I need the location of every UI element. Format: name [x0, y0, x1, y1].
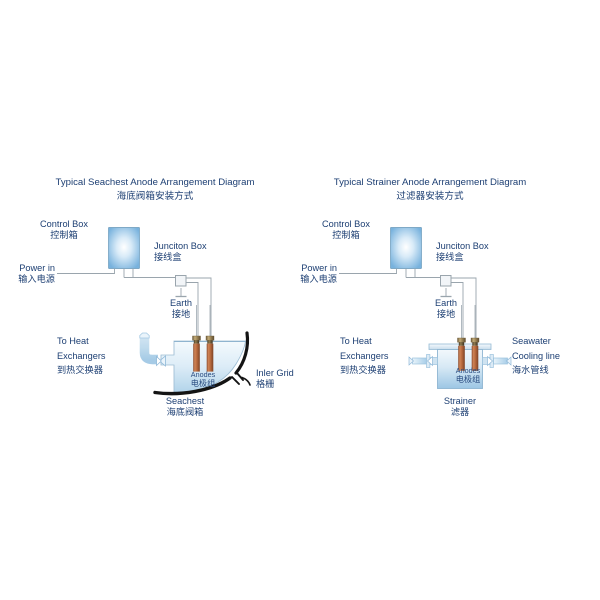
seawater-cooling-line-label-zh: 海水管线 [512, 365, 549, 375]
seachest-anodes-label-en: Anodes [190, 370, 216, 379]
seawater-cooling-line-label: Seawater Cooling line 海水管线 [512, 334, 560, 378]
strainer-vessel-label-zh: 滤器 [450, 407, 470, 418]
strainer-power-in-label-en: Power in [301, 263, 337, 273]
seachest-anodes-label: Anodes 电极组 [180, 370, 226, 388]
seachest-control-box-label: Control Box 控制箱 [25, 219, 103, 242]
strainer-anodes-label-en: Anodes [455, 366, 481, 375]
control-box-left [108, 227, 140, 269]
seachest-junction-box-label: Junciton Box 接线盒 [154, 241, 217, 264]
inlet-grid-label: Inler Grid 格栅 [256, 368, 301, 391]
strainer-control-box-label: Control Box 控制箱 [307, 219, 385, 242]
seachest-vessel-label-en: Seachest [165, 396, 205, 406]
anode-rods-right [457, 305, 480, 371]
inlet-grid-label-zh: 格栅 [256, 379, 275, 390]
seachest-heat-exchanger-label-en-2: Exchangers [57, 350, 106, 361]
seachest-vessel-label-zh: 海底阀箱 [166, 407, 204, 418]
strainer-junction-box-label-zh: 接线盒 [436, 252, 464, 263]
seachest-anodes-label-zh: 电极组 [190, 379, 216, 389]
seachest-earth-label: Earth 接地 [155, 298, 207, 321]
strainer-heat-exchanger-label-en-2: Exchangers [340, 350, 389, 361]
strainer-junction-box-label: Junciton Box 接线盒 [436, 241, 499, 264]
seachest-junction-box-label-en: Junciton Box [154, 241, 207, 251]
outlet-pipe-left [139, 332, 166, 367]
junction-box-right [440, 275, 452, 287]
seachest-power-in-label: Power in 输入电源 [0, 263, 55, 286]
seachest-power-in-label-en: Power in [19, 263, 55, 273]
seachest-title: Typical Seachest Anode Arrangement Diagr… [10, 176, 300, 203]
strainer-vessel-label: Strainer 滤器 [427, 396, 493, 419]
strainer-diagram-graphics [339, 227, 512, 389]
control-box-right [390, 227, 422, 269]
seachest-heat-exchanger-label: To Heat Exchangers 到热交换器 [57, 334, 106, 378]
strainer-heat-exchanger-label-zh: 到热交换器 [340, 365, 386, 375]
strainer-right-pipe [482, 354, 512, 368]
strainer-title: Typical Strainer Anode Arrangement Diagr… [285, 176, 575, 203]
seachest-vessel-label: Seachest 海底阀箱 [152, 396, 218, 419]
seachest-title-en: Typical Seachest Anode Arrangement Diagr… [55, 177, 255, 188]
seachest-title-zh: 海底阀箱安装方式 [116, 190, 194, 202]
junction-box-left [175, 275, 187, 287]
seawater-cooling-line-label-en-2: Cooling line [512, 350, 561, 361]
wiring-right [339, 268, 477, 338]
seachest-heat-exchanger-label-zh: 到热交换器 [57, 365, 103, 375]
seawater-cooling-line-label-en-1: Seawater [512, 336, 551, 346]
strainer-title-zh: 过滤器安装方式 [396, 190, 464, 202]
strainer-earth-label-en: Earth [435, 298, 457, 308]
seachest-diagram-graphics [57, 227, 251, 396]
strainer-power-in-label: Power in 输入电源 [280, 263, 337, 286]
strainer-heat-exchanger-label: To Heat Exchangers 到热交换器 [340, 334, 389, 378]
seachest-heat-exchanger-label-en-1: To Heat [57, 336, 89, 346]
anode-rods-left [192, 305, 215, 372]
strainer-title-en: Typical Strainer Anode Arrangement Diagr… [333, 177, 527, 188]
seachest-control-box-label-zh: 控制箱 [50, 230, 78, 241]
strainer-anodes-label-zh: 电极组 [455, 375, 481, 385]
inlet-grid-label-en: Inler Grid [256, 368, 294, 378]
wiring-left [57, 268, 212, 343]
inlet-grid [153, 331, 251, 396]
seachest-control-box-label-en: Control Box [39, 219, 88, 229]
seachest-junction-box-label-zh: 接线盒 [154, 252, 182, 263]
seachest-earth-label-zh: 接地 [171, 309, 191, 320]
strainer-power-in-label-zh: 输入电源 [300, 274, 337, 285]
strainer-anodes-label: Anodes 电极组 [445, 366, 491, 384]
strainer-heat-exchanger-label-en-1: To Heat [340, 336, 372, 346]
strainer-junction-box-label-en: Junciton Box [436, 241, 489, 251]
strainer-left-pipe [408, 354, 438, 368]
strainer-vessel-label-en: Strainer [443, 396, 477, 406]
seachest-earth-label-en: Earth [170, 298, 192, 308]
strainer-earth-label-zh: 接地 [436, 309, 456, 320]
strainer-control-box-label-zh: 控制箱 [332, 230, 360, 241]
strainer-earth-label: Earth 接地 [420, 298, 472, 321]
strainer-control-box-label-en: Control Box [321, 219, 370, 229]
seachest-power-in-label-zh: 输入电源 [18, 274, 55, 285]
